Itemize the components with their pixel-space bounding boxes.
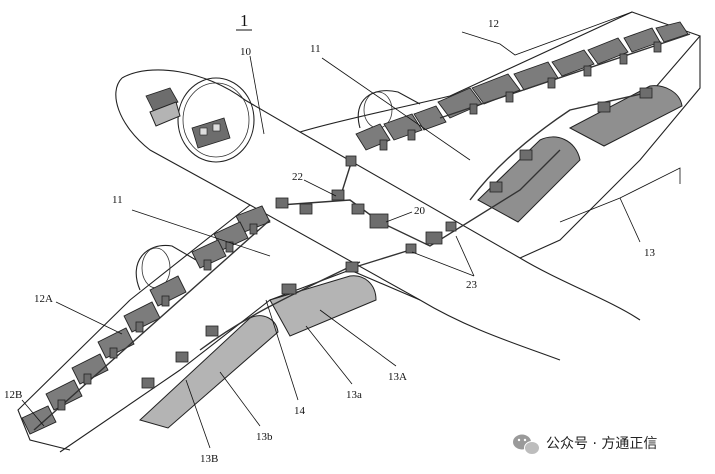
callout-13b: 13b [256,431,273,443]
watermark-text: 公众号 · 方通正信 [546,436,657,452]
control-unit-20-left [369,213,389,229]
callout-14: 14 [294,405,306,417]
callout-13A: 13A [388,371,407,383]
callout-23: 23 [466,279,478,291]
callout-12B: 12B [4,389,22,401]
slat-actuators-right [379,33,691,151]
callout-12A: 12A [34,293,53,305]
right-wing [299,11,701,259]
left-wing [17,204,421,453]
callout-labels: 1 10 11 12 11 12A 12B 22 20 23 13 13A 13… [4,11,656,465]
callout-20: 20 [414,205,426,217]
figure-number: 1 [240,11,249,30]
flaps-left [139,261,377,429]
slats-right [355,21,689,151]
wechat-icon [513,434,540,455]
leader-lines [21,11,681,449]
slat-actuators-left [33,219,271,431]
callout-11-left: 11 [112,194,123,206]
callout-13a: 13a [346,389,362,401]
fuselage [115,69,641,361]
callout-12: 12 [488,18,499,30]
control-unit-20-right [425,231,443,245]
fuselage-cut-section [177,77,255,163]
callout-10: 10 [240,46,252,58]
callout-22: 22 [292,171,303,183]
cockpit-equipment-icon [145,87,231,149]
callout-11-right: 11 [310,43,321,55]
watermark: 公众号 · 方通正信 [513,434,657,455]
callout-13: 13 [644,247,656,259]
callout-13B: 13B [200,453,218,465]
control-system [275,149,561,273]
